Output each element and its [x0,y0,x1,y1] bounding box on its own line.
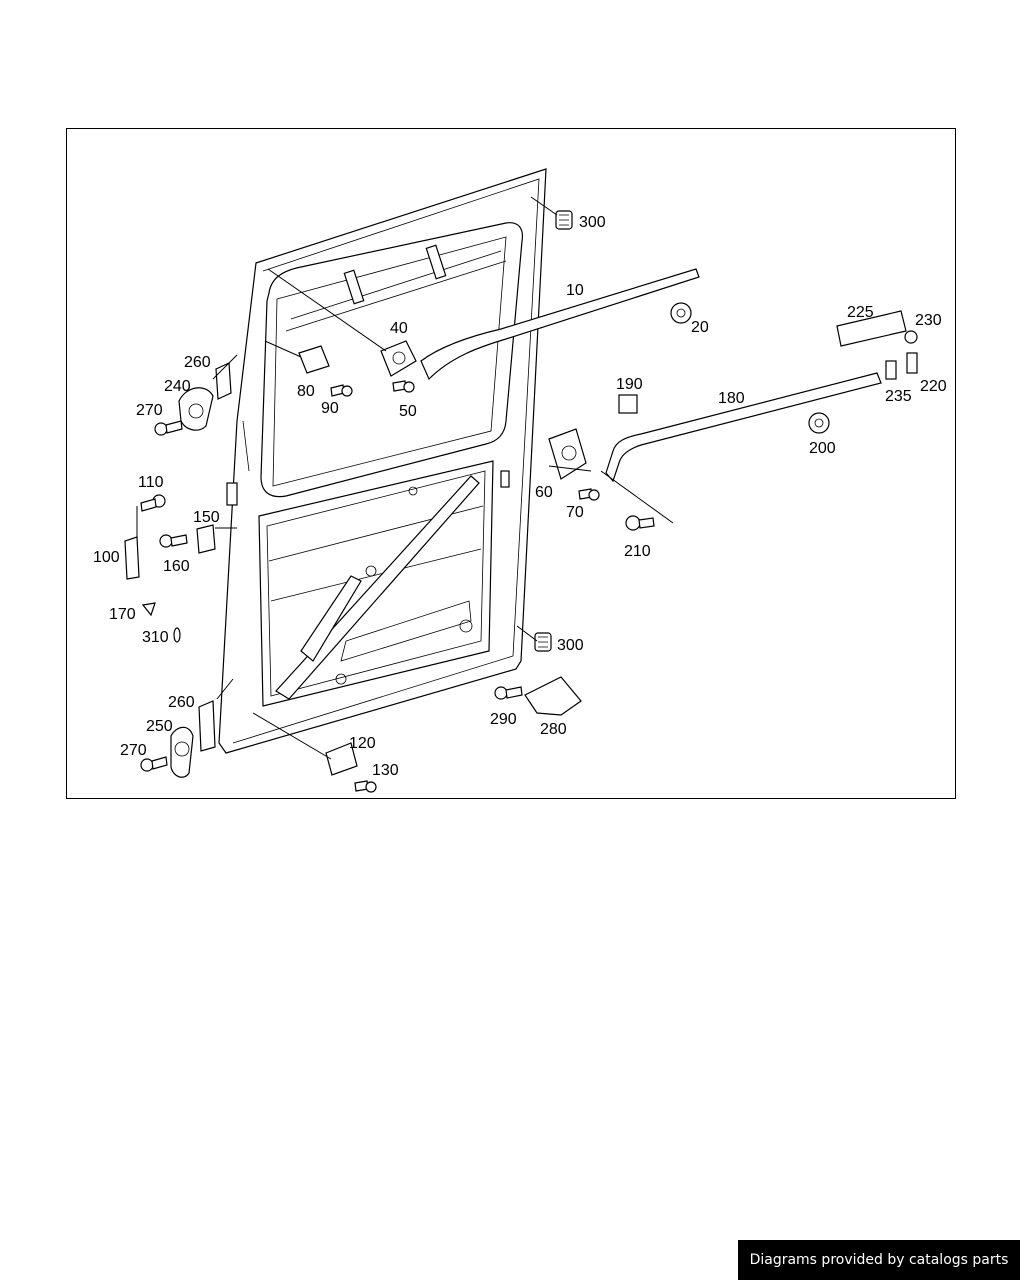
leader-lines [136,196,674,760]
bolt-50-part [403,381,415,393]
nut-20-part [670,302,692,324]
callout-230: 230 [915,312,942,329]
callout-120: 120 [349,735,376,752]
lower-rail-part [605,372,882,483]
ring-310-part [173,627,181,643]
cover-225-part [836,310,907,347]
lock-240-part [178,387,214,431]
callout-210: 210 [624,543,651,560]
callout-50: 50 [399,403,417,420]
clip-230-part [904,330,918,344]
callout-240: 240 [164,378,191,395]
upper-rail-part [420,268,700,381]
bracket-280-part [524,676,582,716]
callout-70: 70 [566,504,584,521]
callout-280: 280 [540,721,567,738]
clip-235-part [885,360,897,380]
pin-210-part [638,517,655,529]
bolt-130-part [365,781,377,793]
callout-160: 160 [163,558,190,575]
bolt-110-part [140,498,157,512]
washer-200-part [808,412,830,434]
callout-190: 190 [616,376,643,393]
callout-250: 250 [146,718,173,735]
callout-300-lower: 300 [557,637,584,654]
bolt-90-part [341,385,353,397]
callout-110: 110 [138,474,164,491]
door-shell [218,168,547,754]
callout-270-lower: 270 [120,742,147,759]
callout-80: 80 [297,383,315,400]
parts-diagram-frame: 300 10 20 225 230 40 260 240 80 90 50 27… [66,128,956,799]
roller-40-part [380,340,417,377]
screw-270-upper-part [165,420,183,434]
callout-260-lower: 260 [168,694,195,711]
callout-220: 220 [920,378,947,395]
callout-270-upper: 270 [136,402,163,419]
bolt-160-part [170,534,188,547]
roller-60-part [548,428,587,480]
callout-225: 225 [847,304,874,321]
callout-labels: 300 10 20 225 230 40 260 240 80 90 50 27… [93,214,947,779]
parts-group [124,210,918,793]
callout-200: 200 [809,440,836,457]
callout-130: 130 [372,762,399,779]
clip-220-part [906,352,918,374]
callout-180: 180 [718,390,745,407]
callout-290: 290 [490,711,517,728]
callout-60: 60 [535,484,553,501]
callout-310: 310 [142,629,169,646]
callout-90: 90 [321,400,339,417]
callout-20: 20 [691,319,709,336]
callout-260-upper: 260 [184,354,211,371]
callout-10: 10 [566,282,584,299]
stopper-120-part [325,742,358,776]
plate-260-lower-part [198,700,216,752]
callout-40: 40 [390,320,408,337]
credit-text: Diagrams provided by catalogs parts [749,1252,1009,1268]
lock-250-part [170,726,194,778]
callout-100: 100 [93,549,120,566]
sliding-door-exploded-diagram: 300 10 20 225 230 40 260 240 80 90 50 27… [93,168,947,793]
bracket-150-part [196,524,216,554]
callout-150: 150 [193,509,220,526]
striker-100-part [124,536,140,580]
screw-270-lower-part [151,756,168,770]
credit-badge: Diagrams provided by catalogs parts [738,1240,1020,1280]
bolt-290-part [505,686,523,699]
callout-235: 235 [885,388,912,405]
clip-170-part [141,602,156,617]
label-190-part [618,394,638,414]
stopper-80-part [298,345,330,374]
bolt-70-part [588,489,600,501]
callout-300-upper: 300 [579,214,606,231]
callout-170: 170 [109,606,136,623]
